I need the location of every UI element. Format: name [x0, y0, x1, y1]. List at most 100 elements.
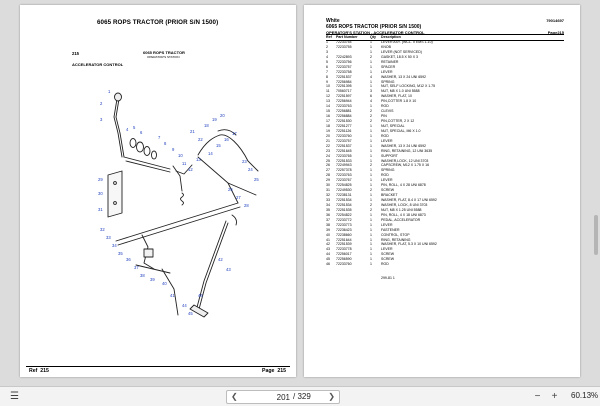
row-qty: 1 — [370, 262, 372, 267]
row-part-number: 72254822 — [336, 212, 352, 217]
row-qty: 1 — [370, 178, 372, 183]
row-part-number: 72256017 — [336, 252, 352, 257]
row-description: LEVER ASY. (INCL. ITEMS 1-10) — [381, 40, 433, 44]
section-title: ACCELERATOR CONTROL — [72, 62, 124, 67]
row-part-number: 72254825 — [336, 183, 352, 188]
row-part-number: 72251277 — [336, 123, 352, 128]
row-ref: 39 — [326, 227, 330, 232]
row-part-number: 72251530 — [336, 119, 352, 123]
row-ref: 11 — [326, 89, 330, 94]
callout-number: 10 — [178, 153, 183, 158]
vertical-scrollbar[interactable] — [593, 5, 598, 377]
page-navigator: ❮ / 329 ❯ — [226, 390, 340, 404]
row-qty: 1 — [370, 104, 372, 109]
row-part-number: 72233754 — [336, 40, 352, 44]
row-ref: 41 — [326, 237, 330, 242]
row-qty: 1 — [370, 198, 372, 202]
row-part-number: 72251644 — [336, 237, 352, 242]
row-part-number: 72233757 — [336, 64, 352, 69]
row-part-number: 72251597 — [336, 94, 352, 99]
row-qty: 1 — [370, 133, 372, 138]
row-qty: 1 — [370, 247, 372, 252]
callout-number: 32 — [100, 227, 105, 232]
row-description: SPRING — [381, 168, 395, 173]
scrollbar-thumb[interactable] — [594, 215, 598, 255]
row-part-number: 72233765 — [336, 153, 352, 158]
row-qty: 4 — [370, 99, 372, 104]
parts-table-body: 1 72233754 1 LEVER ASY. (INCL. ITEMS 1-10) 2… — [326, 40, 564, 267]
row-part-number: 72233755 — [336, 44, 352, 49]
row-part-number: 72251534 — [336, 202, 352, 207]
callout-number: 30 — [98, 191, 103, 196]
callout-number: 17 — [232, 131, 237, 136]
row-qty: 2 — [370, 54, 372, 59]
row-ref: 19 — [326, 128, 330, 133]
row-description: NUT, SELF LOCKING, M12 X 1.75 — [381, 84, 436, 89]
callout-number: 26 — [228, 187, 233, 192]
row-ref: 16 — [326, 114, 330, 119]
zoom-out-icon[interactable]: − — [534, 391, 541, 402]
row-description: PIN, ROLL, 4 X 28 UNI 6878 — [381, 183, 426, 188]
row-description: SPRING — [381, 79, 395, 84]
row-description: CAPSCREW, M12 X 1.75 X 16 — [381, 163, 430, 168]
row-qty: 1 — [370, 237, 372, 242]
zoom-in-icon[interactable]: + — [551, 391, 558, 402]
row-qty: 6 — [370, 94, 372, 99]
row-description: BRACKET — [381, 193, 398, 198]
chevron-right-icon[interactable]: ❯ — [328, 392, 335, 401]
row-qty: 1 — [370, 69, 372, 74]
row-part-number: 72256881 — [336, 109, 352, 114]
row-qty: 1 — [370, 59, 372, 64]
row-ref: 24 — [326, 153, 330, 158]
row-ref: 37 — [326, 217, 330, 222]
row-qty: 1 — [370, 173, 372, 178]
row-part-number: 72238131 — [336, 193, 352, 198]
footer-ref: Ref 215 — [29, 368, 49, 374]
callout-number: 9 — [172, 147, 175, 152]
parts-table-header: Ref Part Number Qty Description — [326, 34, 564, 41]
callout-number: 16 — [224, 137, 229, 142]
row-description: PIN,COTTER 1.8 X 10 — [381, 99, 417, 104]
row-ref: 9 — [326, 79, 328, 84]
chevron-left-icon[interactable]: ❮ — [231, 392, 238, 401]
callout-number: 1 — [108, 89, 111, 94]
row-ref: 25 — [326, 158, 330, 163]
row-description: LEVER — [381, 69, 393, 74]
row-description: SCREW — [381, 252, 395, 257]
row-qty: 1 — [370, 44, 372, 49]
row-ref: 36 — [326, 212, 330, 217]
row-part-number: 72251537 — [336, 143, 352, 148]
row-qty: 1 — [370, 252, 372, 257]
row-part-number: 72256884 — [336, 114, 352, 119]
row-part-number: 72256984 — [336, 79, 352, 84]
footer-page: Page 215 — [262, 368, 286, 374]
current-page-input[interactable] — [265, 391, 290, 403]
row-part-number: 72233757 — [336, 138, 352, 143]
row-part-number: 72257378 — [336, 168, 352, 173]
row-qty: 1 — [370, 143, 372, 148]
sidebar-toggle-icon[interactable]: ☰ — [10, 391, 19, 402]
row-part-number: 72256590 — [336, 257, 352, 262]
row-ref: 43 — [326, 247, 330, 252]
row-qty: 1 — [370, 217, 372, 222]
row-part-number: 72236423 — [336, 227, 352, 232]
total-pages: / 329 — [293, 392, 311, 401]
row-ref: 6 — [326, 64, 328, 69]
row-ref: 30 — [326, 183, 330, 188]
row-part-number: 72233760 — [336, 262, 352, 267]
